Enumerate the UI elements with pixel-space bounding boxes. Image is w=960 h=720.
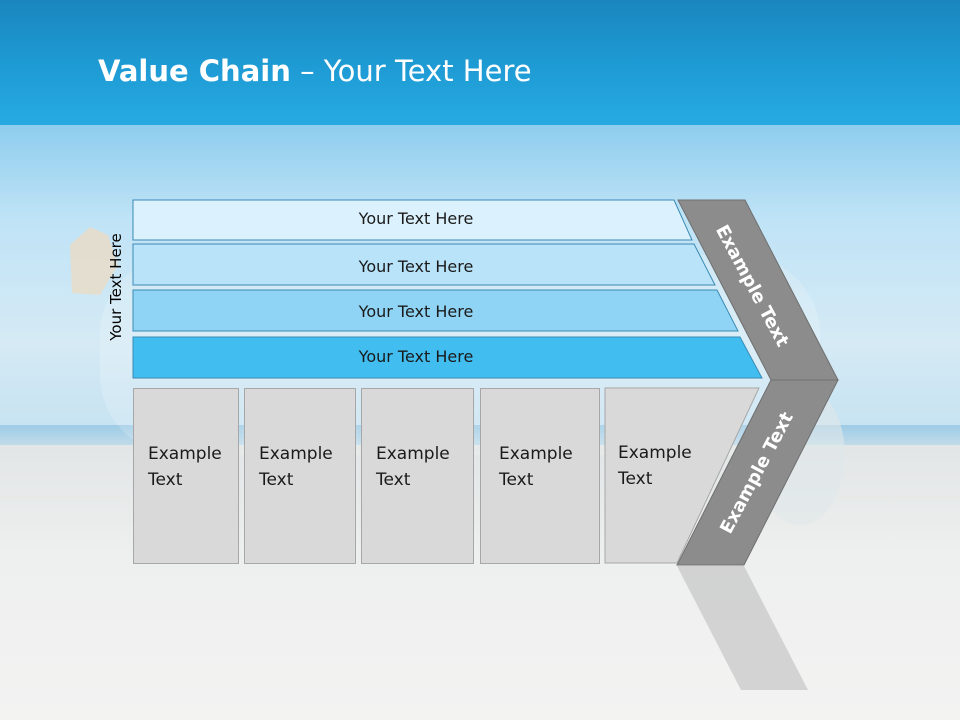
bar-4-label: Your Text Here: [358, 347, 474, 366]
box-3-line1: Example: [376, 444, 450, 464]
box-5-line2: Text: [618, 469, 653, 489]
box-4-line1: Example: [499, 444, 573, 464]
bar-1: [132, 199, 693, 241]
bar-4: [132, 336, 763, 379]
box-5-shape: [604, 387, 760, 564]
bar-2-label: Your Text Here: [358, 257, 474, 276]
bar-1-label: Your Text Here: [358, 209, 474, 228]
box-1-line2: Text: [148, 470, 183, 490]
header-band: [0, 0, 960, 140]
chevron-reflection: [677, 566, 808, 690]
bar-3: [132, 289, 739, 332]
box-3-line2: Text: [376, 470, 411, 490]
chevron-lower: [676, 379, 839, 566]
reflection: Example Text Example Text Example Text E…: [0, 566, 960, 720]
bar-3-label: Your Text Here: [358, 302, 474, 321]
box-5-line1: Example: [618, 443, 692, 463]
box-1-line1: Example: [148, 444, 222, 464]
page-title: Value Chain – Your Text Here: [98, 54, 532, 88]
bar-2: [132, 243, 716, 286]
box-2-line2: Text: [259, 470, 294, 490]
box-2-line1: Example: [259, 444, 333, 464]
box-4-line2: Text: [499, 470, 534, 490]
